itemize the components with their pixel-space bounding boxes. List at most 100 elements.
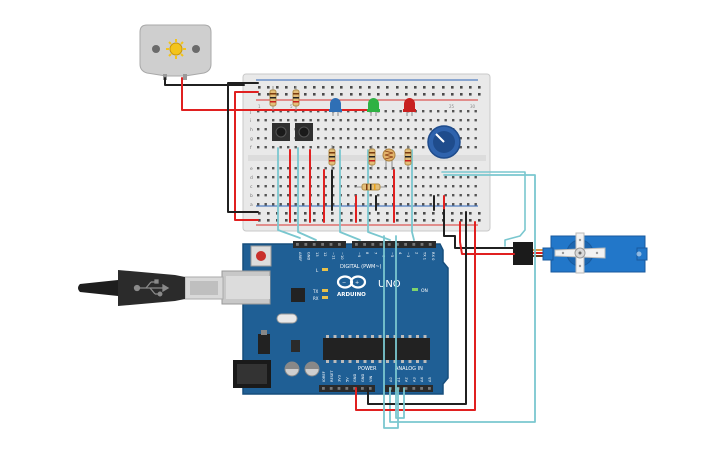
terminal-hole[interactable] xyxy=(264,194,267,197)
terminal-hole[interactable] xyxy=(362,203,365,206)
terminal-hole[interactable] xyxy=(414,167,417,170)
terminal-hole[interactable] xyxy=(369,146,372,149)
terminal-hole[interactable] xyxy=(324,194,327,197)
resistors[interactable] xyxy=(269,86,412,191)
rail-hole[interactable] xyxy=(460,93,463,96)
terminal-hole[interactable] xyxy=(264,203,267,206)
terminal-hole[interactable] xyxy=(422,146,425,149)
terminal-hole[interactable] xyxy=(422,137,425,140)
rail-hole[interactable] xyxy=(359,212,362,215)
terminal-hole[interactable] xyxy=(467,146,470,149)
terminal-hole[interactable] xyxy=(399,137,402,140)
terminal-hole[interactable] xyxy=(384,203,387,206)
terminal-hole[interactable] xyxy=(384,194,387,197)
terminal-hole[interactable] xyxy=(317,110,320,113)
rail-hole[interactable] xyxy=(377,212,380,215)
terminal-hole[interactable] xyxy=(272,119,275,122)
terminal-hole[interactable] xyxy=(384,137,387,140)
rail-hole[interactable] xyxy=(350,219,353,222)
terminal-hole[interactable] xyxy=(414,146,417,149)
rail-hole[interactable] xyxy=(331,212,334,215)
terminal-hole[interactable] xyxy=(354,119,357,122)
terminal-hole[interactable] xyxy=(467,194,470,197)
terminal-hole[interactable] xyxy=(362,146,365,149)
rail-hole[interactable] xyxy=(432,86,435,89)
header-pin[interactable] xyxy=(321,243,324,246)
terminal-hole[interactable] xyxy=(257,167,260,170)
terminal-hole[interactable] xyxy=(407,128,410,131)
terminal-hole[interactable] xyxy=(362,194,365,197)
terminal-hole[interactable] xyxy=(474,194,477,197)
terminal-hole[interactable] xyxy=(302,194,305,197)
terminal-hole[interactable] xyxy=(257,185,260,188)
rail-hole[interactable] xyxy=(350,86,353,89)
terminal-hole[interactable] xyxy=(279,185,282,188)
terminal-hole[interactable] xyxy=(317,185,320,188)
terminal-hole[interactable] xyxy=(339,146,342,149)
terminal-hole[interactable] xyxy=(459,128,462,131)
terminal-hole[interactable] xyxy=(429,176,432,179)
rail-hole[interactable] xyxy=(451,219,454,222)
terminal-hole[interactable] xyxy=(474,185,477,188)
header-pin[interactable] xyxy=(355,243,358,246)
terminal-hole[interactable] xyxy=(362,176,365,179)
terminal-hole[interactable] xyxy=(347,194,350,197)
terminal-hole[interactable] xyxy=(422,128,425,131)
terminal-hole[interactable] xyxy=(272,176,275,179)
rail-hole[interactable] xyxy=(322,86,325,89)
rail-hole[interactable] xyxy=(405,212,408,215)
terminal-hole[interactable] xyxy=(347,137,350,140)
terminal-hole[interactable] xyxy=(407,119,410,122)
terminal-hole[interactable] xyxy=(332,137,335,140)
terminal-hole[interactable] xyxy=(279,176,282,179)
header-pin[interactable] xyxy=(396,243,399,246)
terminal-hole[interactable] xyxy=(302,203,305,206)
terminal-hole[interactable] xyxy=(377,146,380,149)
rail-hole[interactable] xyxy=(460,86,463,89)
header-pin[interactable] xyxy=(296,243,299,246)
terminal-hole[interactable] xyxy=(414,137,417,140)
rail-hole[interactable] xyxy=(469,86,472,89)
potentiometer-icon[interactable] xyxy=(427,125,461,159)
terminal-hole[interactable] xyxy=(257,194,260,197)
terminal-hole[interactable] xyxy=(279,203,282,206)
header-pin[interactable] xyxy=(329,387,333,390)
header-pin[interactable] xyxy=(322,387,325,390)
terminal-hole[interactable] xyxy=(264,176,267,179)
rail-hole[interactable] xyxy=(276,93,279,96)
rail-hole[interactable] xyxy=(405,86,408,89)
terminal-hole[interactable] xyxy=(347,203,350,206)
terminal-hole[interactable] xyxy=(257,137,260,140)
terminal-hole[interactable] xyxy=(444,185,447,188)
terminal-hole[interactable] xyxy=(384,110,387,113)
rail-hole[interactable] xyxy=(396,93,399,96)
terminal-hole[interactable] xyxy=(354,110,357,113)
rail-hole[interactable] xyxy=(386,86,389,89)
digital-header-left[interactable] xyxy=(293,241,346,248)
dc-motor-icon[interactable] xyxy=(139,24,212,80)
terminal-hole[interactable] xyxy=(317,203,320,206)
rail-hole[interactable] xyxy=(460,212,463,215)
header-pin[interactable] xyxy=(412,387,416,390)
terminal-hole[interactable] xyxy=(444,167,447,170)
terminal-hole[interactable] xyxy=(362,128,365,131)
rail-hole[interactable] xyxy=(313,212,316,215)
terminal-hole[interactable] xyxy=(287,203,290,206)
rail-hole[interactable] xyxy=(276,86,279,89)
terminal-hole[interactable] xyxy=(422,167,425,170)
terminal-hole[interactable] xyxy=(369,137,372,140)
terminal-hole[interactable] xyxy=(422,203,425,206)
rail-hole[interactable] xyxy=(478,212,481,215)
terminal-hole[interactable] xyxy=(324,185,327,188)
terminal-hole[interactable] xyxy=(339,119,342,122)
terminal-hole[interactable] xyxy=(324,137,327,140)
terminal-hole[interactable] xyxy=(324,167,327,170)
rail-hole[interactable] xyxy=(285,212,288,215)
terminal-hole[interactable] xyxy=(309,146,312,149)
terminal-hole[interactable] xyxy=(317,128,320,131)
terminal-hole[interactable] xyxy=(257,203,260,206)
terminal-hole[interactable] xyxy=(459,203,462,206)
terminal-hole[interactable] xyxy=(452,110,455,113)
header-pin[interactable] xyxy=(329,243,333,246)
